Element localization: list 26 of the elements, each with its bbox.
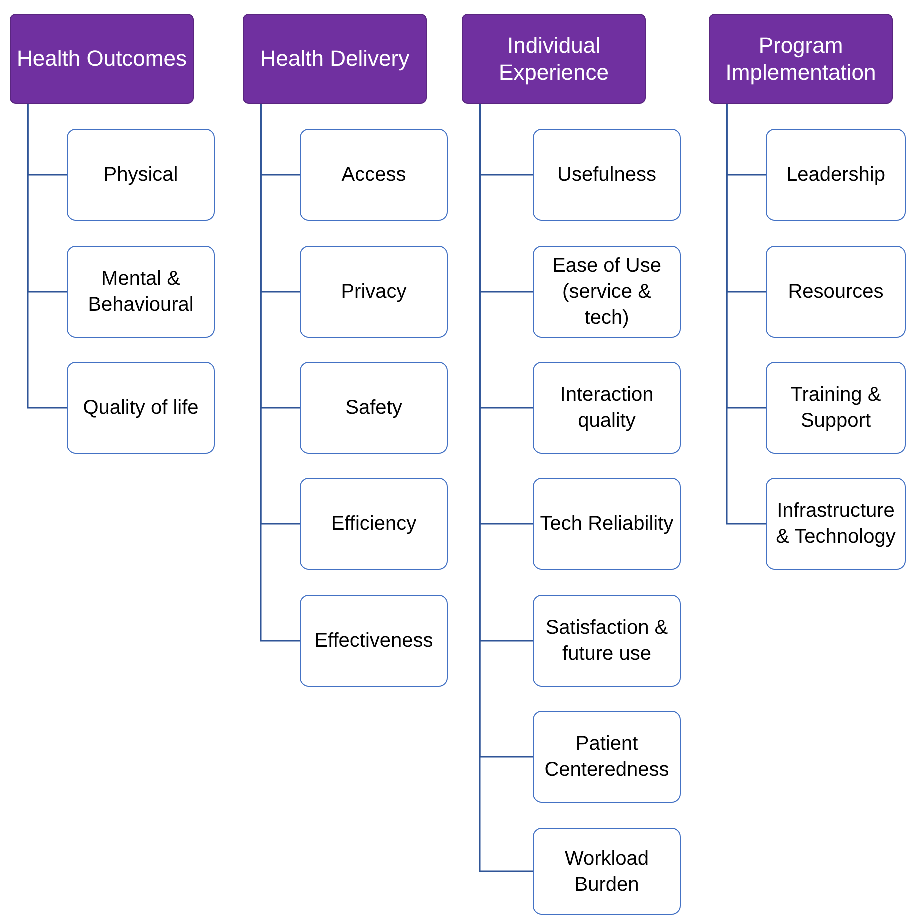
- category-box: Privacy: [300, 246, 448, 338]
- category-box: Mental & Behavioural: [67, 246, 215, 338]
- connector-line: [27, 104, 67, 409]
- category-box: Leadership: [766, 129, 906, 221]
- category-box: Physical: [67, 129, 215, 221]
- category-box: Tech Reliability: [533, 478, 681, 570]
- category-box: Quality of life: [67, 362, 215, 454]
- connector-line: [726, 104, 766, 525]
- category-box: Access: [300, 129, 448, 221]
- category-box: Efficiency: [300, 478, 448, 570]
- category-box: Workload Burden: [533, 828, 681, 915]
- category-header: Health Delivery: [243, 14, 427, 104]
- category-box: Ease of Use (service & tech): [533, 246, 681, 338]
- connector-line: [260, 104, 300, 642]
- category-box: Resources: [766, 246, 906, 338]
- category-box: Patient Centeredness: [533, 711, 681, 803]
- category-box: Training & Support: [766, 362, 906, 454]
- category-header: Individual Experience: [462, 14, 646, 104]
- category-header: Health Outcomes: [10, 14, 194, 104]
- category-box: Satisfaction & future use: [533, 595, 681, 687]
- category-box: Safety: [300, 362, 448, 454]
- category-box: Effectiveness: [300, 595, 448, 687]
- category-box: Usefulness: [533, 129, 681, 221]
- category-box: Infrastructure & Technology: [766, 478, 906, 570]
- category-header: Program Implementation: [709, 14, 893, 104]
- category-box: Interaction quality: [533, 362, 681, 454]
